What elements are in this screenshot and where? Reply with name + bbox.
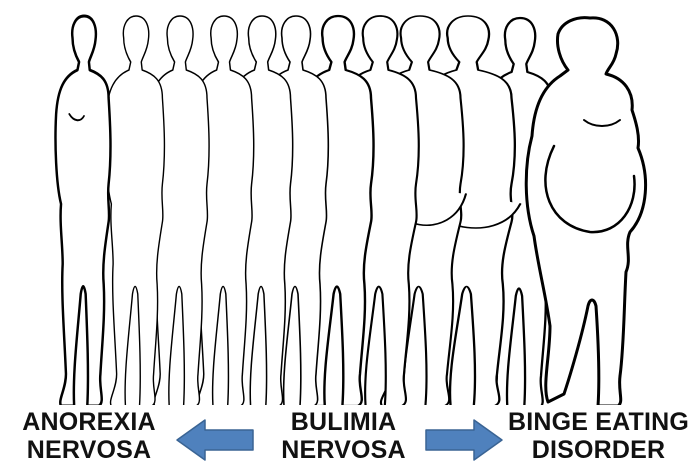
- anorexia-nervosa-label: ANOREXIA NERVOSA: [0, 408, 178, 464]
- figure-1: [105, 16, 164, 405]
- body-progression-illustration: [0, 0, 697, 405]
- binge-eating-disorder-label: BINGE EATING DISORDER: [500, 408, 697, 464]
- bulimia-line2: NERVOSA: [256, 436, 431, 464]
- bulimia-nervosa-label: BULIMIA NERVOSA: [256, 408, 431, 464]
- binge-line2: DISORDER: [500, 436, 697, 464]
- anorexia-line1: ANOREXIA: [0, 408, 178, 436]
- bulimia-line1: BULIMIA: [256, 408, 431, 436]
- binge-line1: BINGE EATING: [500, 408, 697, 436]
- anorexia-line2: NERVOSA: [0, 436, 178, 464]
- arrow-right-icon: [424, 418, 504, 462]
- arrow-left-icon: [175, 418, 255, 462]
- figure-0-thin: [56, 16, 111, 405]
